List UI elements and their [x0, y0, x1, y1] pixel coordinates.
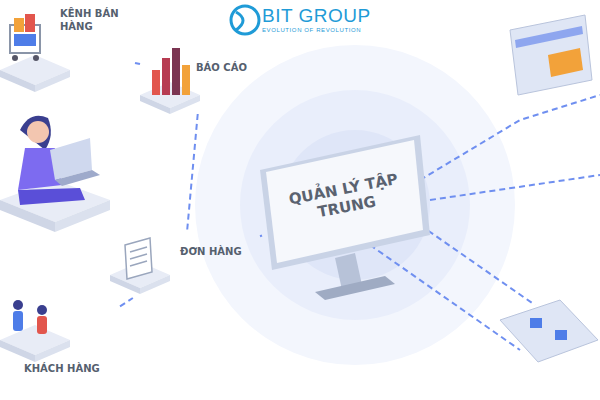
node-label: BÁO CÁO [196, 62, 258, 75]
icon-node: ĐƠN HÀNG [108, 232, 260, 298]
dashed-connector [260, 234, 262, 237]
monitor [260, 135, 430, 300]
screen-title: QUẢN LÝ TẬP TRUNG [278, 168, 412, 228]
logo-mark [231, 6, 259, 34]
monitor-node: QUẢN LÝ TẬP TRUNG [262, 140, 428, 268]
dashed-connector [120, 298, 133, 306]
node-label: ĐƠN HÀNG [180, 246, 256, 259]
order-icon [110, 238, 170, 294]
icon-node: KÊNH BÁN HÀNG [0, 0, 135, 95]
icon-node: KHÁCH HÀNG [0, 295, 120, 395]
chart-icon [140, 48, 200, 114]
node-label: KHÁCH HÀNG [24, 363, 114, 376]
icon-node: BÁO CÁO [140, 42, 262, 114]
customer-icon [0, 300, 70, 362]
cart-icon [0, 14, 70, 92]
phone-icon [500, 300, 598, 362]
halo [195, 45, 515, 365]
dashed-connector [135, 63, 140, 64]
logo-tagline: EVOLUTION OF REVOLUTION [262, 27, 361, 33]
logo-text: BIT GROUP [262, 5, 371, 27]
dashed-connector [187, 114, 198, 232]
person-illustration [0, 116, 110, 232]
browser-icon [510, 15, 592, 95]
node-label: KÊNH BÁN HÀNG [60, 8, 130, 33]
halo [240, 90, 470, 320]
